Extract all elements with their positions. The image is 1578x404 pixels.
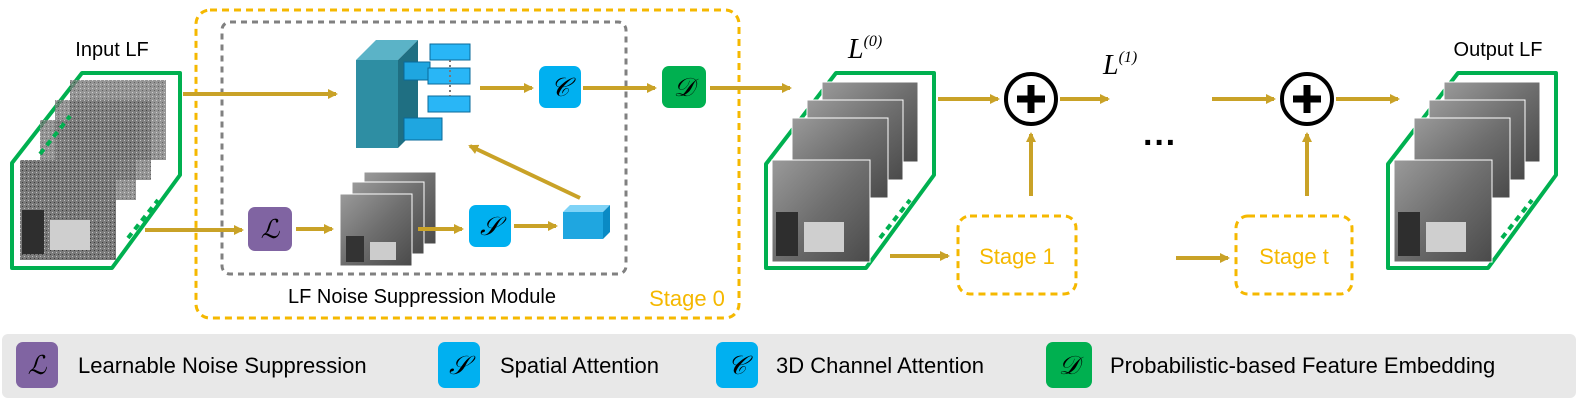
stage1-label: Stage 1	[979, 244, 1055, 269]
legend: ℒ Learnable Noise Suppression 𝒮 Spatial …	[2, 334, 1576, 398]
stage0-box	[194, 8, 741, 320]
stage-t-box: Stage t	[1234, 214, 1354, 296]
ellipsis: ···	[1143, 124, 1177, 162]
sum-node-t	[1280, 72, 1334, 126]
module-box	[220, 20, 628, 276]
l0-label: L(0)	[847, 33, 882, 65]
legend-symbol-l: ℒ	[28, 351, 48, 381]
output-lf-label: Output LF	[1454, 39, 1543, 61]
legend-item-channel: 𝒞 3D Channel Attention	[716, 342, 984, 388]
legend-label-s: Spatial Attention	[500, 353, 659, 378]
stage0-label: Stage 0	[649, 286, 725, 311]
module-title: LF Noise Suppression Module	[288, 286, 556, 308]
s-block: 𝒮	[469, 205, 511, 247]
l-block: ℒ	[248, 207, 292, 251]
legend-label-c: 3D Channel Attention	[776, 353, 984, 378]
legend-item-spatial: 𝒮 Spatial Attention	[438, 342, 659, 388]
l1-label: L(1)	[1102, 49, 1137, 81]
attention-cube	[563, 205, 610, 239]
stage0-arrows	[145, 83, 792, 235]
input-lf-stack	[10, 71, 182, 270]
input-lf-label: Input LF	[75, 39, 148, 61]
legend-item-learnable: ℒ Learnable Noise Suppression	[16, 342, 367, 388]
l-block-symbol: ℒ	[261, 215, 281, 245]
output-lf-stack	[1386, 71, 1558, 270]
denoised-image-stack	[339, 171, 437, 267]
stage-t-label: Stage t	[1259, 244, 1329, 269]
pipeline-arrows	[890, 94, 1400, 263]
c-block: 𝒞	[539, 66, 581, 108]
unet-block	[356, 40, 471, 148]
d-block: 𝒟	[662, 66, 706, 108]
l0-lf-stack	[764, 71, 936, 270]
legend-item-probabilistic: 𝒟 Probabilistic-based Feature Embedding	[1046, 342, 1495, 388]
legend-label-l: Learnable Noise Suppression	[78, 353, 367, 378]
legend-label-d: Probabilistic-based Feature Embedding	[1110, 353, 1495, 378]
stage1-box: Stage 1	[956, 214, 1078, 296]
sum-node-1	[1004, 72, 1058, 126]
